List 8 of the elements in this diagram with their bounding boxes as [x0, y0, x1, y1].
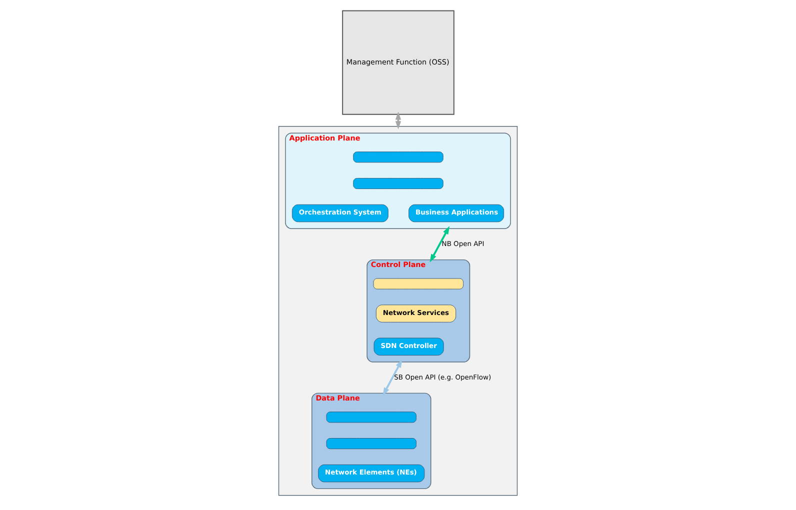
node-box: [326, 412, 416, 423]
cluster: [278, 126, 518, 496]
arrow: [382, 359, 402, 396]
arrow: [430, 226, 450, 262]
node-box: [353, 178, 444, 190]
node-box: [353, 152, 444, 163]
node-box: [326, 438, 416, 450]
node-box: [373, 278, 464, 290]
